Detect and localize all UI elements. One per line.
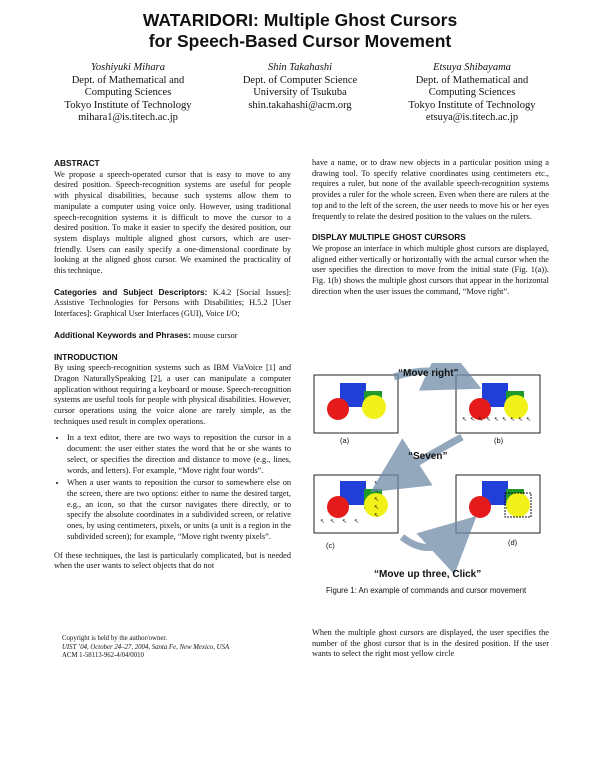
introduction-heading: INTRODUCTION — [54, 351, 118, 362]
svg-text:↖: ↖ — [470, 417, 475, 423]
panel-b-screen: ↖↖ ↖↖ ↖↖ ↖↖ ↖ — [455, 374, 541, 434]
author-affiliation: Dept. of Mathematical and — [71, 74, 185, 86]
author-name: Yoshiyuki Mihara — [91, 62, 165, 73]
author-affiliation: Tokyo Institute of Technology — [408, 99, 536, 111]
svg-text:↖: ↖ — [526, 417, 531, 423]
list-item: In a text editor, there are two ways to … — [67, 433, 291, 476]
introduction-text-2: Of these techniques, the last is particu… — [54, 550, 291, 571]
title-line-1: WATARIDORI: Multiple Ghost Cursors — [142, 10, 458, 30]
svg-text:↖: ↖ — [342, 519, 347, 525]
svg-text:↖: ↖ — [494, 417, 499, 423]
svg-text:↖: ↖ — [354, 519, 359, 525]
list-item: When a user wants to reposition the curs… — [67, 478, 291, 542]
svg-text:↖: ↖ — [330, 519, 335, 525]
svg-text:↖: ↖ — [374, 489, 379, 495]
panel-b-label: (b) — [494, 436, 504, 445]
svg-text:↖: ↖ — [374, 505, 379, 511]
svg-text:↖: ↖ — [462, 417, 467, 423]
svg-text:↖: ↖ — [374, 497, 379, 503]
conference-line: UIST ’04, October 24–27, 2004, Santa Fe,… — [62, 643, 230, 651]
author-affiliation: Computing Sciences — [428, 87, 516, 98]
copyright-notice: Copyright is held by the author/owner. U… — [62, 635, 292, 661]
keywords-paragraph: Additional Keywords and Phrases: mouse c… — [54, 330, 291, 342]
author-affiliation: Tokyo Institute of Technology — [64, 99, 192, 111]
display-heading: DISPLAY MULTIPLE GHOST CURSORS — [312, 232, 466, 243]
svg-text:↖: ↖ — [320, 519, 325, 525]
panel-c-screen: ↖ ↖ ↖ ↖ ↖ ↖ ↖ ↖ ↖ — [313, 474, 399, 534]
keywords-text: mouse cursor — [193, 330, 238, 340]
figure-illustration: (a) ↖↖ ↖↖ ↖↖ ↖↖ ↖ (b) ↖↖ — [313, 339, 541, 580]
figure-caption: Figure 1: An example of commands and cur… — [326, 586, 527, 595]
author-affiliation: Dept. of Computer Science — [242, 74, 358, 86]
command-seven: “Seven” — [408, 451, 447, 462]
author-affiliation: Computing Sciences — [84, 87, 172, 98]
author-3: Etsuya Shibayama Dept. of Mathematical a… — [382, 62, 562, 125]
command-move-right: “Move right” — [398, 368, 459, 379]
svg-text:↖: ↖ — [374, 481, 379, 487]
introduction-bullets: In a text editor, there are two ways to … — [54, 433, 291, 542]
left-column: ABSTRACT We propose a speech-operated cu… — [54, 158, 291, 582]
abstract-text: We propose a speech-operated cursor that… — [54, 169, 291, 276]
author-affiliation: University of Tsukuba — [253, 87, 347, 98]
introduction-text: By using speech-recognition systems such… — [54, 363, 291, 426]
arrow-c-to-d — [399, 516, 477, 575]
display-text: We propose an interface in which multipl… — [312, 243, 549, 296]
author-email: shin.takahashi@acm.org — [248, 99, 352, 111]
right-column: have a name, or to draw new objects in a… — [312, 158, 549, 307]
arrow-b-to-c — [370, 433, 464, 493]
paper-title: WATARIDORI: Multiple Ghost Cursors for S… — [0, 10, 600, 52]
right-column-continued: When the multiple ghost cursors are disp… — [312, 628, 549, 659]
panel-d-label: (d) — [508, 538, 518, 547]
copyright-line: Copyright is held by the author/owner. — [62, 635, 167, 642]
author-email: mihara1@is.titech.ac.jp — [78, 112, 178, 123]
figure-1: (a) ↖↖ ↖↖ ↖↖ ↖↖ ↖ (b) ↖↖ — [312, 339, 558, 581]
command-move-up-click: “Move up three, Click” — [374, 569, 481, 580]
panel-a-screen — [313, 374, 399, 434]
categories-label: Categories and Subject Descriptors: — [54, 286, 208, 297]
author-email: etsuya@is.titech.ac.jp — [425, 112, 519, 123]
abstract-heading: ABSTRACT — [54, 158, 100, 168]
svg-text:↖: ↖ — [478, 417, 483, 423]
author-affiliation: Dept. of Mathematical and — [415, 74, 529, 86]
author-1: Yoshiyuki Mihara Dept. of Mathematical a… — [38, 62, 218, 125]
arrow-a-to-b — [392, 339, 482, 391]
author-name: Etsuya Shibayama — [433, 62, 511, 73]
svg-text:↖: ↖ — [486, 417, 491, 423]
svg-text:↖: ↖ — [510, 417, 515, 423]
categories-text: K.4.2 [Social Issues]: Assistive Technol… — [54, 287, 292, 319]
title-line-2: for Speech-Based Cursor Movement — [148, 31, 452, 51]
panel-d-screen — [455, 474, 541, 534]
author-name: Shin Takahashi — [267, 62, 333, 73]
keywords-label: Additional Keywords and Phrases: — [54, 329, 191, 340]
panel-c-label: (c) — [326, 541, 335, 550]
right-column-text: have a name, or to draw new objects in a… — [312, 158, 549, 221]
author-2: Shin Takahashi Dept. of Computer Science… — [210, 62, 390, 112]
svg-text:↖: ↖ — [518, 417, 523, 423]
svg-text:↖: ↖ — [374, 513, 379, 519]
acm-line: ACM 1-58113-962-4/04/0010 — [62, 652, 144, 660]
categories-paragraph: Categories and Subject Descriptors: K.4.… — [54, 287, 291, 320]
svg-text:↖: ↖ — [502, 417, 507, 423]
panel-a-label: (a) — [340, 436, 350, 445]
